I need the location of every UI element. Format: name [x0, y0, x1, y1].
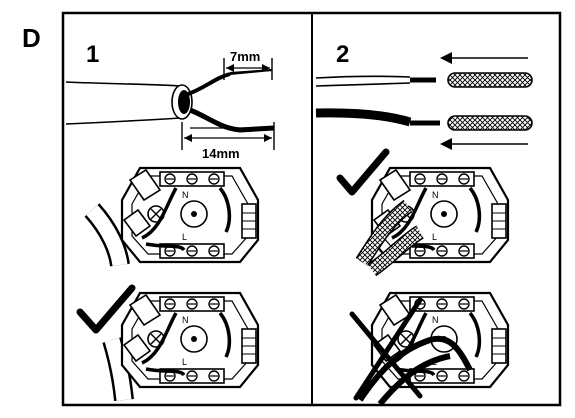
- terminal-block-wiring-1: [84, 166, 260, 267]
- correct-check-icon: [76, 284, 136, 334]
- wires-with-sleeves-illustration: [315, 72, 533, 131]
- terminal-block-sleeved-correct: [355, 166, 510, 277]
- strip-length-long: 14mm: [202, 146, 240, 161]
- correct-check-icon: [336, 148, 390, 196]
- strip-length-dimensions: [181, 58, 275, 150]
- direction-arrows: [440, 52, 528, 150]
- panel-number-2: 2: [336, 41, 349, 68]
- wrong-cross-icon: [349, 297, 423, 401]
- panel-number-1: 1: [86, 41, 99, 68]
- terminal-block-wiring-2: [102, 291, 260, 402]
- terminal-block-wrong: [357, 291, 510, 406]
- stripped-cable-illustration: [65, 69, 275, 133]
- section-letter: D: [22, 23, 41, 53]
- strip-length-short: 7mm: [230, 49, 260, 64]
